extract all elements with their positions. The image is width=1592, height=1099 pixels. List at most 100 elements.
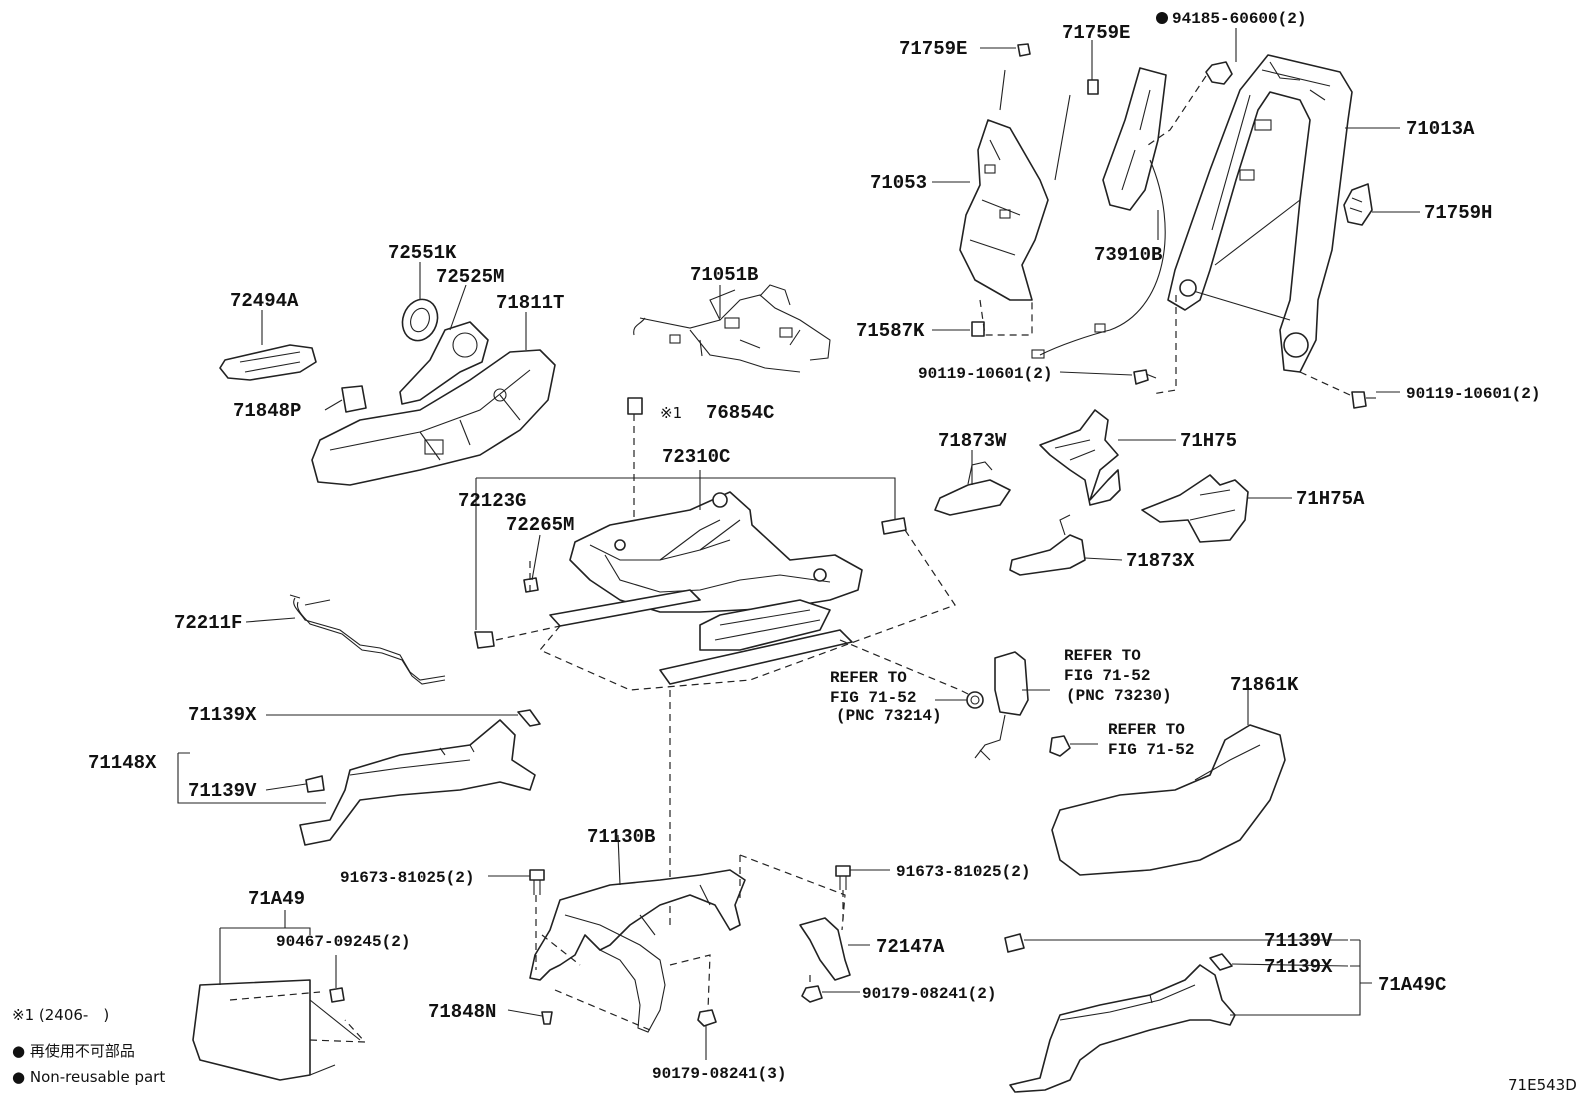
label-71013A: 71013A [1406,118,1475,140]
rod-72211F [289,594,446,685]
label-71848P: 71848P [233,400,301,422]
label-71848N: 71848N [428,1001,496,1023]
bolt-91673-b [835,865,851,890]
clip-71139V-a [305,775,325,793]
label-71139V-a: 71139V [188,780,257,802]
label-72551K: 72551K [388,242,457,264]
label-note-ref-mark: ※1 [660,404,682,422]
clip-72265M [523,577,539,593]
label-71148X: 71148X [88,752,157,774]
bolt-90119-b [1351,391,1376,409]
ref3-line1: REFER TO [1108,721,1185,739]
bracket-71873X [1009,514,1086,576]
label-72310C: 72310C [662,446,730,468]
label-73910B: 73910B [1094,244,1162,266]
note-3: ● Non-reusable part [12,1068,165,1086]
wire-harness-71051B [633,284,831,373]
cushion-71861K [1051,724,1286,876]
bracket-71053 [959,69,1071,301]
nut-90179-b [697,1009,717,1027]
label-71873X: 71873X [1126,550,1195,572]
clip-71139X-a [517,709,541,727]
knob-72551K [401,298,439,342]
diagram-id: 71E543D [1508,1076,1577,1094]
buckle-ref-73230 [974,651,1029,761]
label-71053: 71053 [870,172,927,194]
airbag-73910B [1031,67,1167,359]
knob-72525M [399,321,489,405]
ref2-line2: FIG 71-52 [1064,667,1150,685]
clip-76854C [627,397,643,415]
label-71759H: 71759H [1424,202,1492,224]
clip-71587K [971,321,985,337]
label-71139X-a: 71139X [188,704,257,726]
bolt-91673-a [529,869,545,895]
label-71051B: 71051B [690,264,758,286]
label-90119-a: 90119-10601(2) [918,365,1052,383]
bracket-72310C-end [881,517,907,535]
label-72494A: 72494A [230,290,299,312]
clip-71848N [541,1011,553,1025]
label-90119-b: 90119-10601(2) [1406,385,1540,403]
non-reusable-dot-94185 [1156,12,1168,24]
bolt-90119-a [1133,369,1157,385]
label-71139X-b: 71139X [1264,956,1333,978]
clip-71759E-a [1017,43,1031,57]
ref2-line3: (PNC 73230) [1066,687,1172,705]
label-72123G: 72123G [458,490,526,512]
ref2-line1: REFER TO [1064,647,1141,665]
ref1-line2: FIG 71-52 [830,689,916,707]
label-71811T: 71811T [496,292,564,314]
label-72147A: 72147A [876,936,945,958]
cover-72494A [219,344,317,381]
label-71A49C: 71A49C [1378,974,1446,996]
nut-ref [1049,735,1071,757]
label-94185: 94185-60600(2) [1172,10,1306,28]
cover-71A49C [1009,964,1236,1093]
label-71759E-a: 71759E [899,38,967,60]
label-72265M: 72265M [506,514,574,536]
cover-71H75 [1039,409,1121,506]
clip-71139X-b [1209,953,1233,971]
label-72525M: 72525M [436,266,504,288]
cover-71H75A [1141,474,1249,543]
label-71873W: 71873W [938,430,1007,452]
label-71587K: 71587K [856,320,925,342]
clip-90467 [329,987,345,1003]
ref1-line1: REFER TO [830,669,907,687]
label-71H75A: 71H75A [1296,488,1365,510]
label-91673-b: 91673-81025(2) [896,863,1030,881]
note-1: ※1 (2406- ) [12,1006,109,1024]
label-72211F: 72211F [174,612,242,634]
label-76854C: 76854C [706,402,774,424]
label-71861K: 71861K [1230,674,1299,696]
seat-track-rail [549,589,853,685]
shield-71811T [311,349,556,486]
nut-90179-a [801,985,823,1003]
label-90179-a: 90179-08241(2) [862,985,996,1003]
frame-71130B [529,869,746,1033]
clip-71848P [341,385,367,413]
cover-71148X [299,719,536,846]
seatback-frame-71013A [1167,54,1353,373]
cushion-frame-72310C [569,491,863,613]
label-90467: 90467-09245(2) [276,933,410,951]
label-71759E-b: 71759E [1062,22,1130,44]
label-71130B: 71130B [587,826,655,848]
label-71H75: 71H75 [1180,430,1237,452]
cover-72123G [474,631,495,649]
label-71A49: 71A49 [248,888,305,910]
clip-71759E-b [1087,79,1099,95]
label-71139V-b: 71139V [1264,930,1333,952]
pad-71759H [1343,183,1373,226]
label-91673-a: 91673-81025(2) [340,869,474,887]
clip-71139V-b [1004,933,1025,953]
cover-71873W [934,461,1011,516]
bracket-72147A [799,917,851,981]
ref3-line2: FIG 71-52 [1108,741,1194,759]
leader-lines [245,28,1420,1060]
pad-71A49 [192,979,361,1081]
nut-94185 [1205,61,1233,85]
label-90179-b: 90179-08241(3) [652,1065,786,1083]
